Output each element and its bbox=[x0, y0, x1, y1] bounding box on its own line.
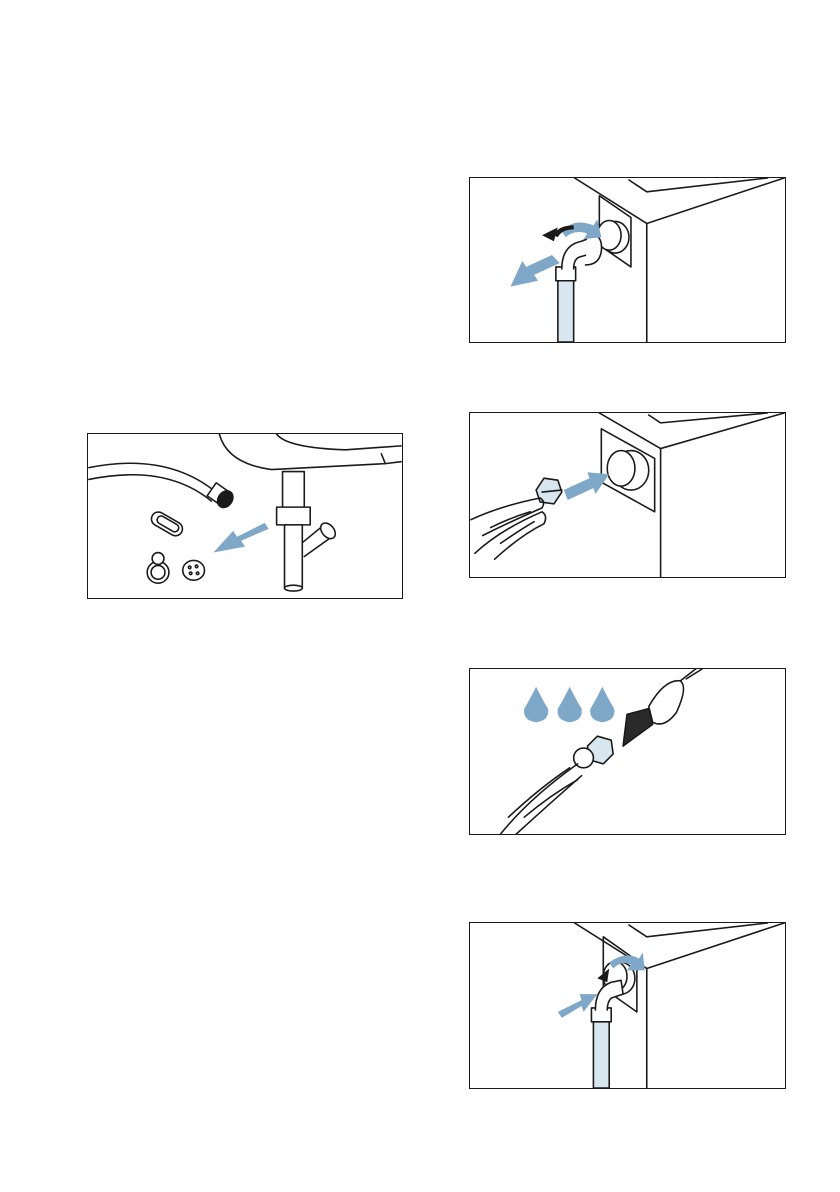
pliers-filter-illustration bbox=[469, 412, 786, 578]
clean-filter-icon bbox=[470, 669, 785, 834]
remove-hose-illustration bbox=[469, 177, 786, 343]
reconnect-hose-icon bbox=[470, 923, 785, 1088]
drain-filter-illustration bbox=[87, 433, 403, 599]
clean-filter-illustration bbox=[469, 668, 786, 835]
drain-hose-filter-icon bbox=[88, 434, 402, 598]
pliers-filter-icon bbox=[470, 413, 785, 577]
refit-hose-illustration bbox=[469, 922, 786, 1089]
unscrew-hose-icon bbox=[470, 178, 785, 342]
